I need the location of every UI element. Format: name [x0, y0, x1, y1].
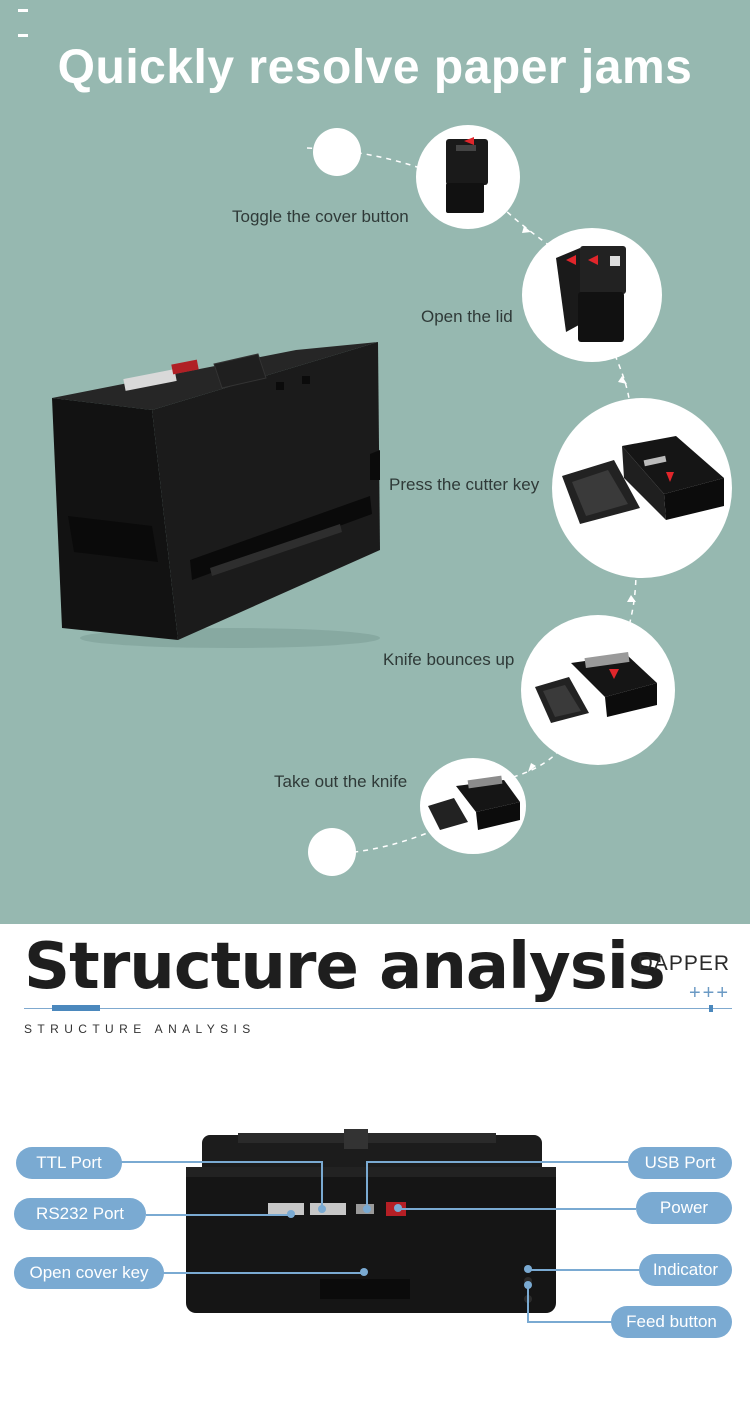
path-end-dot: [308, 828, 356, 876]
title-rule-tick: [709, 1005, 713, 1012]
label-ttl-port: TTL Port: [16, 1147, 122, 1179]
leader-rs232: [146, 1214, 292, 1216]
step-toggle-cover-image: [416, 125, 520, 229]
step-label-toggle-cover: Toggle the cover button: [232, 207, 409, 226]
title-rule: [24, 1008, 732, 1009]
step-label-press-cutter: Press the cutter key: [389, 475, 540, 494]
leader-usb-dot: [363, 1205, 371, 1213]
step-label-knife-bounces: Knife bounces up: [383, 650, 515, 669]
label-feed-button: Feed button: [611, 1306, 732, 1338]
step-open-lid-image: [522, 228, 662, 362]
leader-open-cover: [162, 1272, 364, 1274]
leader-open-cover-dot: [360, 1268, 368, 1276]
leader-feed-drop: [527, 1284, 529, 1322]
step-label-open-lid: Open the lid: [421, 307, 513, 326]
leader-rs232-dot: [287, 1210, 295, 1218]
leader-ttl: [120, 1161, 323, 1163]
leader-feed: [527, 1321, 613, 1323]
leader-feed-dot: [524, 1281, 532, 1289]
leader-ttl-dot: [318, 1205, 326, 1213]
dash-mark: [18, 34, 28, 37]
leader-usb-drop: [366, 1161, 368, 1207]
leader-indicator: [528, 1269, 640, 1271]
label-rs232-port: RS232 Port: [14, 1198, 146, 1230]
leader-usb: [366, 1161, 628, 1163]
path-start-dot: [313, 128, 361, 176]
headline: Quickly resolve paper jams: [57, 41, 693, 94]
structure-title: Structure analysis: [24, 930, 666, 1004]
printer-product-image: [52, 342, 380, 648]
step-press-cutter-image: [552, 398, 732, 578]
label-indicator: Indicator: [639, 1254, 732, 1286]
brand-name: DAPPER: [637, 952, 730, 975]
label-power: Power: [636, 1192, 732, 1224]
title-rule-accent: [52, 1005, 100, 1011]
step-label-take-out-knife: Take out the knife: [274, 772, 408, 791]
structure-section: Structure analysis DAPPER +++ STRUCTURE …: [0, 924, 750, 1405]
plus-marks: +++: [688, 982, 730, 1004]
printer-rear-view-image: [186, 1129, 556, 1313]
label-open-cover-key: Open cover key: [14, 1257, 164, 1289]
step-knife-up-image: [521, 615, 675, 765]
dash-mark: [18, 9, 28, 12]
label-usb-port: USB Port: [628, 1147, 732, 1179]
leader-ttl-drop: [321, 1161, 323, 1207]
step-take-out-knife-image: [420, 758, 526, 854]
leader-indicator-dot: [524, 1265, 532, 1273]
jam-guide-section: Quickly resolve paper jams Toggle the co…: [0, 0, 750, 924]
leader-power: [398, 1208, 636, 1210]
structure-subtitle: STRUCTURE ANALYSIS: [24, 1022, 256, 1036]
leader-power-dot: [394, 1204, 402, 1212]
